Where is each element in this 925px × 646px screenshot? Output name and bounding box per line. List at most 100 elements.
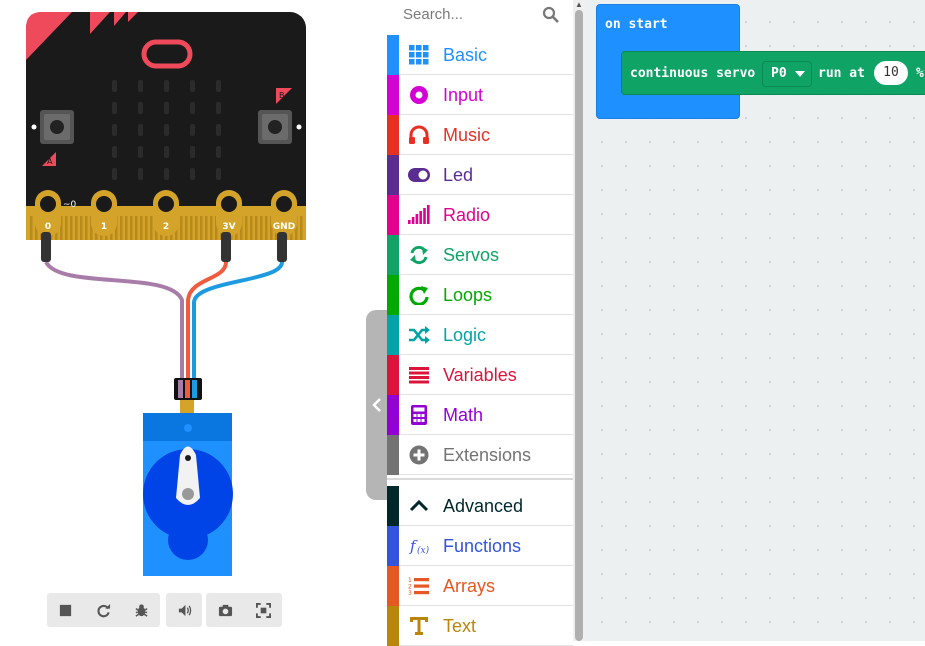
category-music[interactable]: Music [387,115,573,155]
led [138,146,143,158]
led [138,80,143,92]
pin-2[interactable]: 2 [153,190,179,236]
category-input[interactable]: Input [387,75,573,115]
grid-icon [409,45,429,65]
led [112,102,117,114]
scroll-up-arrow[interactable]: ▲ [575,0,583,9]
restart-button[interactable] [89,596,117,624]
led [138,124,143,136]
mute-button[interactable] [170,596,198,624]
stop-button[interactable] [52,596,80,624]
category-advanced[interactable]: Advanced [387,486,573,526]
led [138,102,143,114]
category-icon: f(x) [407,535,431,557]
svg-text:2: 2 [408,584,412,591]
category-icon [407,44,431,66]
fullscreen-icon [255,602,271,618]
search-box[interactable]: Search... [387,0,573,32]
led [138,168,143,180]
loop-icon [409,286,429,305]
category-functions[interactable]: f(x) Functions [387,526,573,566]
category-color-bar [387,35,399,75]
category-label: Advanced [443,496,524,516]
toolbox: Search... Basic Input Music Led Radio Se… [387,0,573,646]
led [216,146,221,158]
pin-1[interactable]: 1 [91,190,117,236]
category-icon [407,444,431,466]
led [112,168,117,180]
restart-icon [97,603,111,617]
pin-dropdown[interactable]: P0 [762,61,812,87]
category-basic[interactable]: Basic [387,35,573,75]
plus-circle-icon [409,445,429,465]
pin-label: GND [273,222,295,232]
category-variables[interactable]: Variables [387,355,573,395]
led [112,80,117,92]
category-divider [399,154,573,155]
category-divider [399,565,573,566]
led-matrix [112,80,221,180]
category-icon [407,364,431,386]
category-icon [407,495,431,517]
category-servos[interactable]: Servos [387,235,573,275]
category-divider [399,354,573,355]
on-start-label: on start [605,17,668,32]
category-radio[interactable]: Radio [387,195,573,235]
speed-input[interactable]: 10 [874,61,908,85]
category-label: Arrays [443,576,496,596]
calculator-icon [411,405,427,425]
category-label: Loops [443,285,493,305]
toolbox-scrollbar[interactable]: ▲ [573,0,586,641]
category-loops[interactable]: Loops [387,275,573,315]
category-color-bar [387,315,399,355]
category-label: Extensions [443,445,532,465]
pin0-pwm-label: ~0 [63,200,77,210]
category-color-bar [387,195,399,235]
category-label: Variables [443,365,517,385]
led [164,146,169,158]
category-color-bar [387,526,399,566]
button-a[interactable] [31,110,75,144]
on-start-block[interactable]: on start continuous servo P0 run at 10 % [596,4,925,119]
pin-3v[interactable]: 3V [216,190,242,236]
scrollbar-thumb[interactable] [575,10,583,641]
category-divider [399,234,573,235]
category-icon [407,324,431,346]
category-math[interactable]: Math [387,395,573,435]
wire-power [186,261,228,380]
category-text[interactable]: Text [387,606,573,646]
led [216,102,221,114]
collapse-simulator-button[interactable] [366,310,388,500]
pin-0[interactable]: 0 [35,190,61,236]
refresh-icon [410,245,428,265]
screenshot-button[interactable] [211,596,239,624]
search-input[interactable]: Search... [403,6,464,23]
debug-button[interactable] [127,596,155,624]
pin-label: 2 [163,222,169,232]
board-corner-stripe [26,12,72,60]
category-logic[interactable]: Logic [387,315,573,355]
button-b[interactable] [258,110,302,144]
fullscreen-button[interactable] [249,596,277,624]
led [216,80,221,92]
category-color-bar [387,435,399,475]
search-icon[interactable] [542,6,560,24]
pin-gnd[interactable]: GND [271,190,297,236]
numbered-list-icon: 123 [408,577,429,596]
category-icon [407,284,431,306]
category-icon [407,84,431,106]
category-color-bar [387,275,399,315]
simulator-toolbar-main [47,593,160,627]
led [190,146,195,158]
category-label: Text [443,616,477,636]
category-led[interactable]: Led [387,155,573,195]
blocks-workspace[interactable]: on start continuous servo P0 run at 10 % [586,0,925,641]
category-divider [399,525,573,526]
continuous-servo-block[interactable]: continuous servo P0 run at 10 % [621,51,925,95]
led [164,80,169,92]
wire-ground [192,261,284,380]
category-extensions[interactable]: Extensions [387,435,573,475]
chevron-up-icon [409,499,429,512]
